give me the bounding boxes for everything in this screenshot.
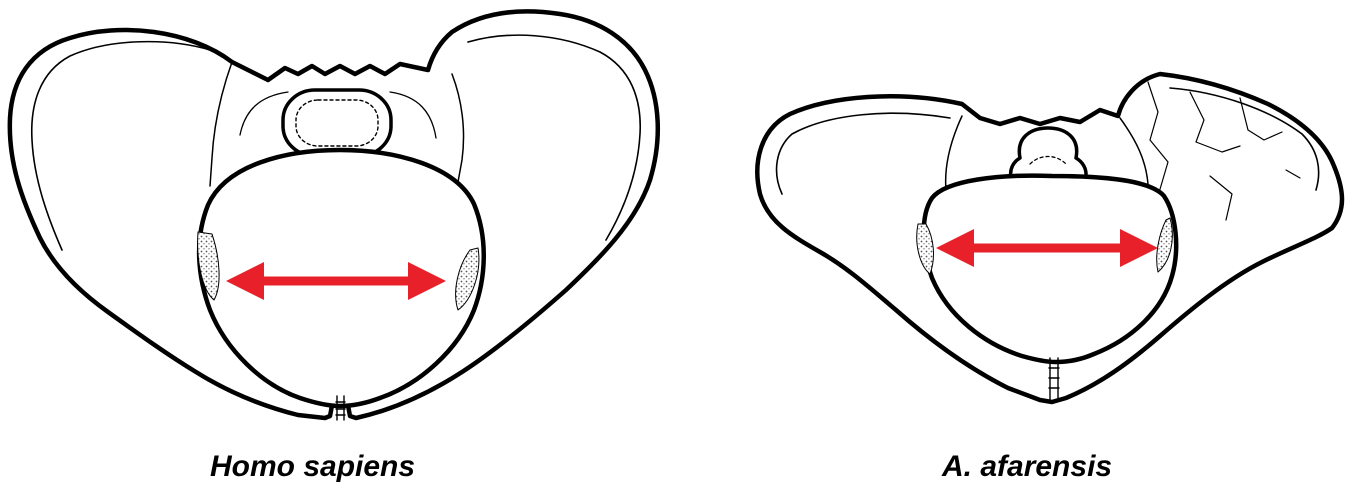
homo-sacrum-left [210, 62, 232, 186]
homo-sacrum-right [452, 74, 464, 182]
homo-sacral-promontory-right [390, 92, 436, 138]
afarensis-pubic-symphysis [1049, 358, 1059, 400]
homo-sapiens-label: Homo sapiens [210, 450, 415, 484]
afarensis-pelvis [757, 74, 1342, 402]
afarensis-sacrum-right [1120, 118, 1148, 184]
afarensis-crack-lines [1148, 82, 1300, 220]
afarensis-left-iliac-rim [777, 113, 950, 194]
homo-vertebral-body-inner [296, 100, 378, 146]
homo-left-iliac-rim [32, 42, 210, 250]
homo-sapiens-pelvis [10, 11, 658, 420]
afarensis-label: A. afarensis [942, 450, 1112, 484]
homo-sacral-promontory-left [240, 92, 288, 135]
afarensis-pelvic-inlet [924, 176, 1176, 362]
afarensis-sacrum-left [946, 116, 962, 190]
afarensis-right-iliac-rim [1170, 88, 1319, 190]
homo-right-iliac-rim [468, 35, 640, 240]
